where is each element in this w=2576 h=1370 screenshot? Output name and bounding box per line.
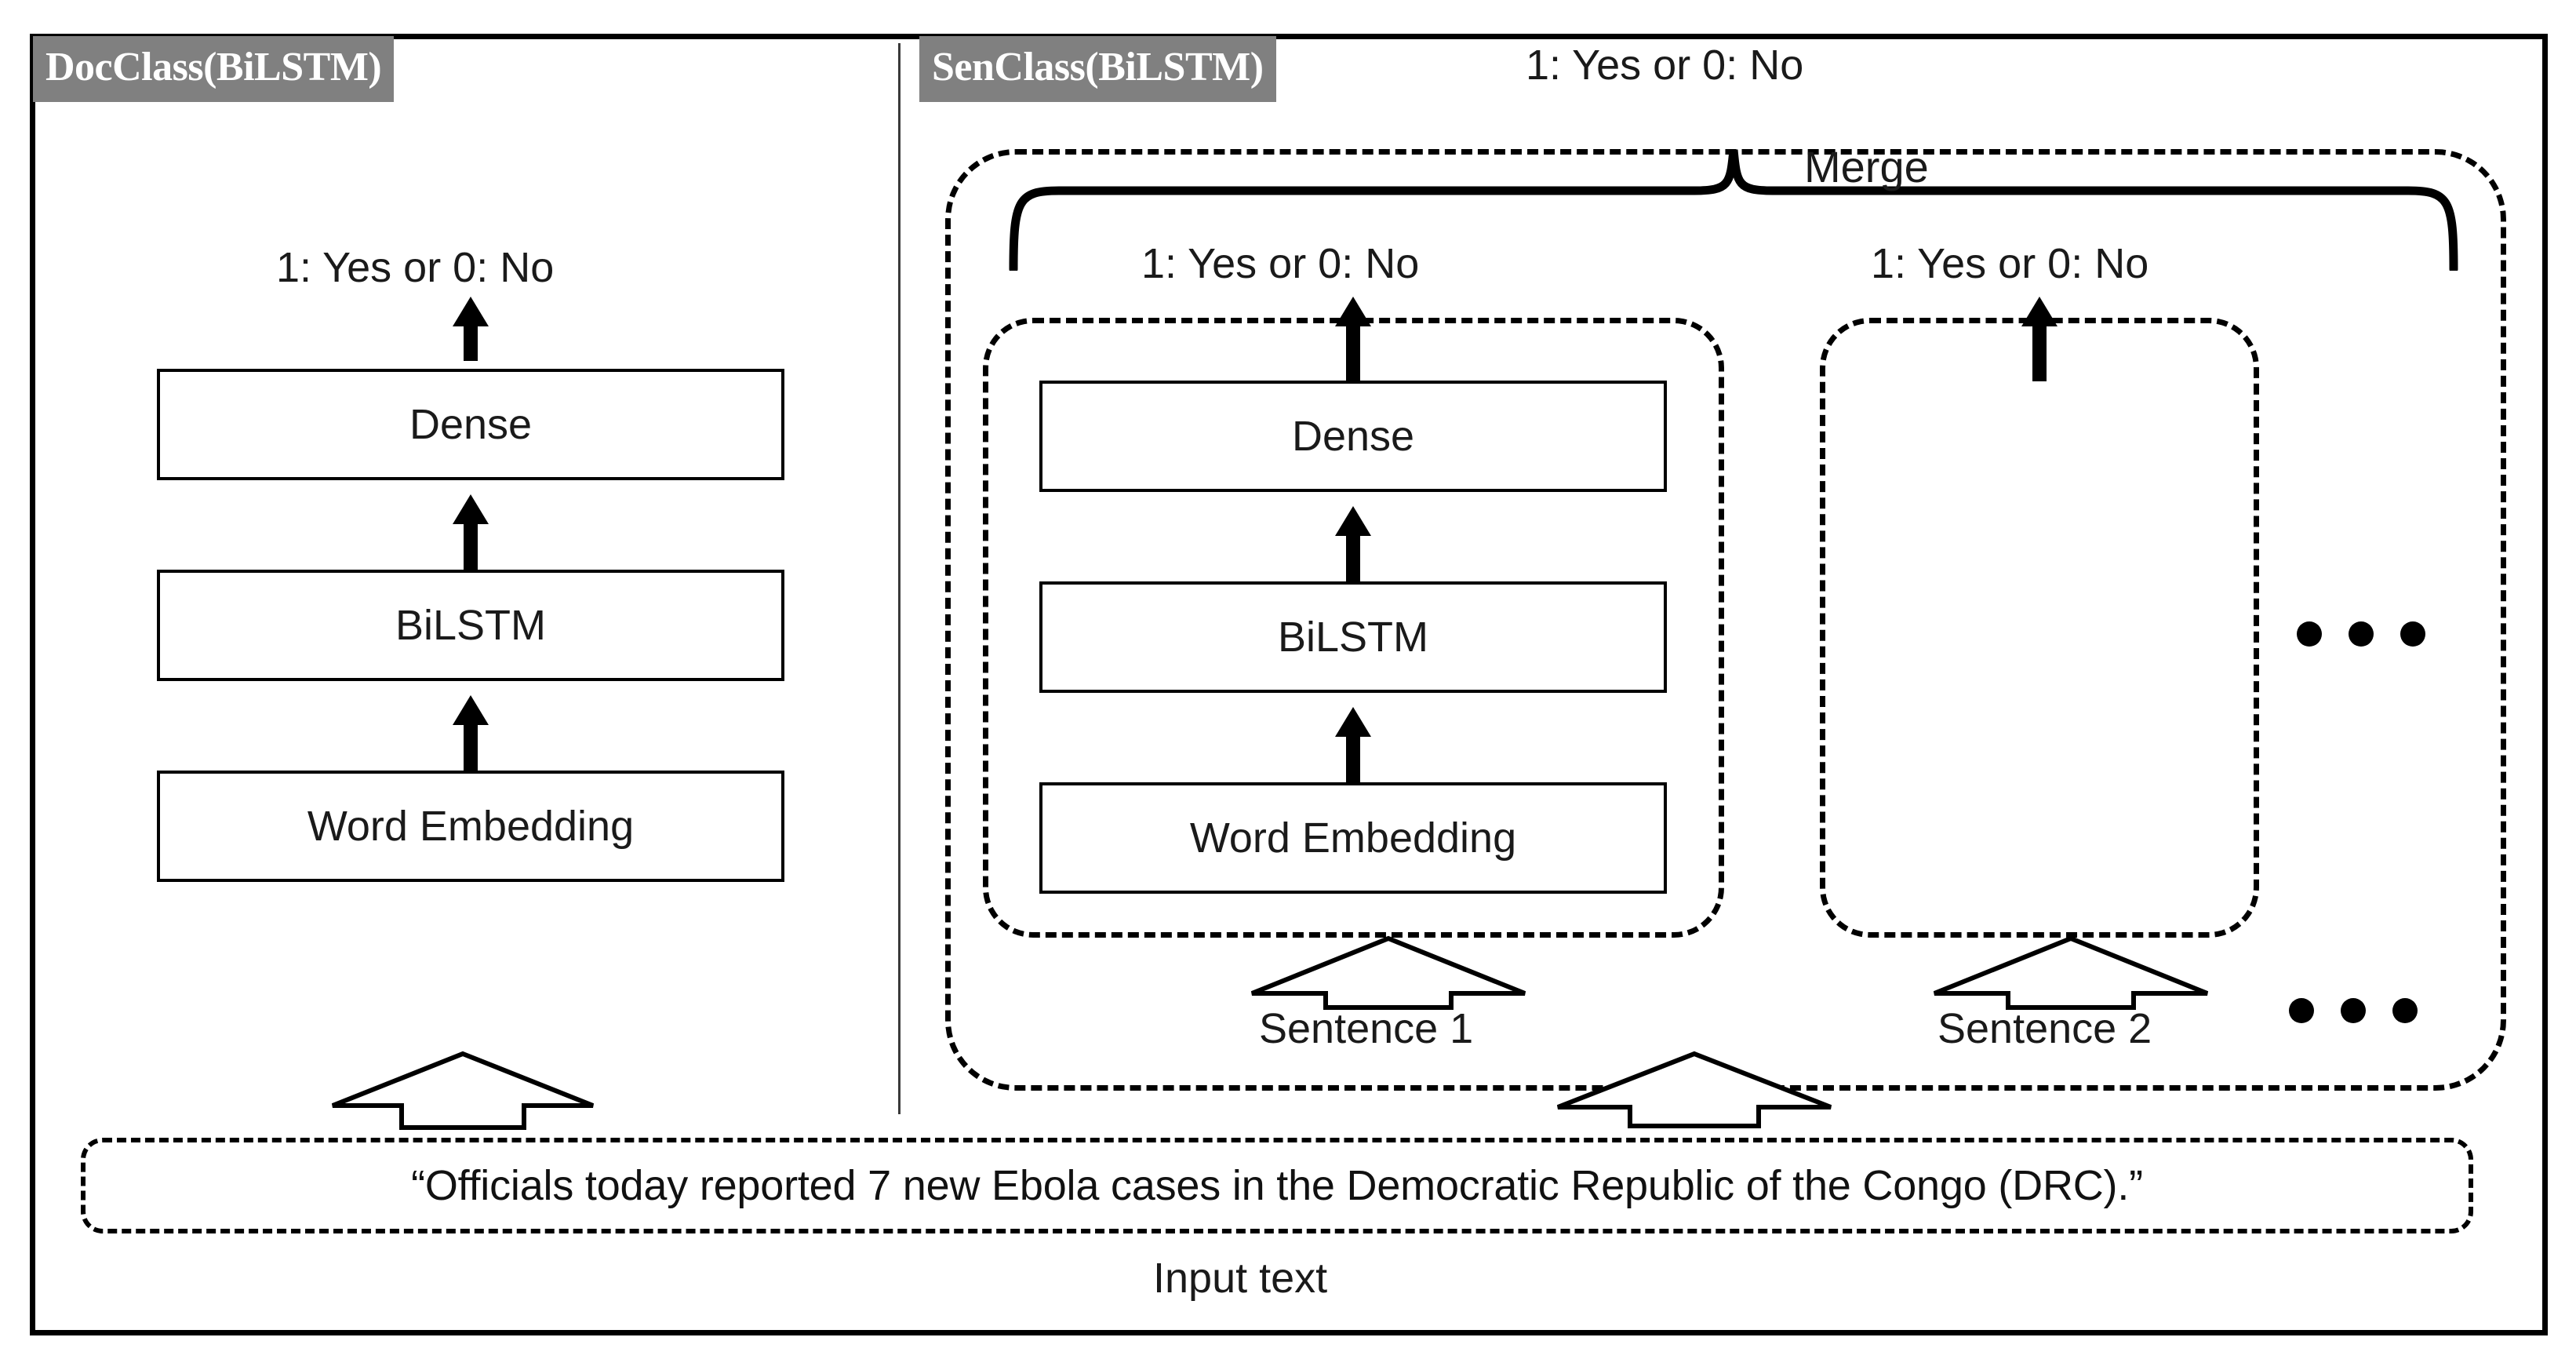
merge-brace: [1004, 145, 2463, 271]
sentence-1-bilstm-layer: BiLSTM: [1039, 581, 1667, 693]
figure-outer-frame: [30, 34, 2548, 1335]
panel-divider: [898, 43, 901, 1114]
merge-label: Merge: [1804, 142, 1929, 191]
block-arrow-input-to-senclass: [1553, 1048, 1836, 1134]
arrow-docclass-embedding-to-bilstm: [439, 695, 502, 774]
section-title-docclass: DocClass(BiLSTM): [33, 36, 395, 102]
ellipsis-dots-upper: [2297, 621, 2425, 647]
sentence-2-dashed-container: [1820, 318, 2259, 938]
sentence-1-output-label: 1: Yes or 0: No: [1141, 240, 1420, 287]
sentence-2-output-label: 1: Yes or 0: No: [1871, 240, 2149, 287]
ellipsis-dot: [2289, 998, 2314, 1023]
ellipsis-dots-lower: [2289, 998, 2418, 1023]
docclass-dense-layer: Dense: [157, 369, 784, 480]
senclass-merged-output-label: 1: Yes or 0: No: [1526, 42, 1804, 89]
ellipsis-dot: [2349, 621, 2374, 647]
ellipsis-dot: [2392, 998, 2418, 1023]
arrow-sentence-2-to-output: [2008, 297, 2071, 383]
arrow-docclass-dense-to-output: [439, 297, 502, 361]
sentence-1-word-embedding-layer: Word Embedding: [1039, 782, 1667, 894]
section-title-senclass: SenClass(BiLSTM): [919, 36, 1276, 102]
sentence-1-caption: Sentence 1: [1259, 1005, 1474, 1052]
arrow-sentence-1-embedding-to-bilstm: [1322, 707, 1384, 785]
arrow-docclass-bilstm-to-dense: [439, 494, 502, 573]
input-text-caption: Input text: [1153, 1255, 1328, 1302]
ellipsis-dot: [2400, 621, 2425, 647]
block-arrow-sentence-2-input: [1930, 934, 2212, 1012]
block-arrow-input-to-docclass: [329, 1048, 596, 1134]
arrow-sentence-1-bilstm-to-dense: [1322, 506, 1384, 585]
ellipsis-dot: [2341, 998, 2366, 1023]
sentence-2-caption: Sentence 2: [1937, 1005, 2152, 1052]
arrow-sentence-1-dense-to-output: [1322, 297, 1384, 383]
block-arrow-sentence-1-input: [1247, 934, 1530, 1012]
docclass-word-embedding-layer: Word Embedding: [157, 771, 784, 882]
input-text-container: “Officials today reported 7 new Ebola ca…: [81, 1138, 2473, 1233]
input-text-value: “Officials today reported 7 new Ebola ca…: [411, 1162, 2143, 1209]
sentence-1-dense-layer: Dense: [1039, 381, 1667, 492]
docclass-output-label: 1: Yes or 0: No: [276, 244, 555, 291]
docclass-bilstm-layer: BiLSTM: [157, 570, 784, 681]
ellipsis-dot: [2297, 621, 2322, 647]
